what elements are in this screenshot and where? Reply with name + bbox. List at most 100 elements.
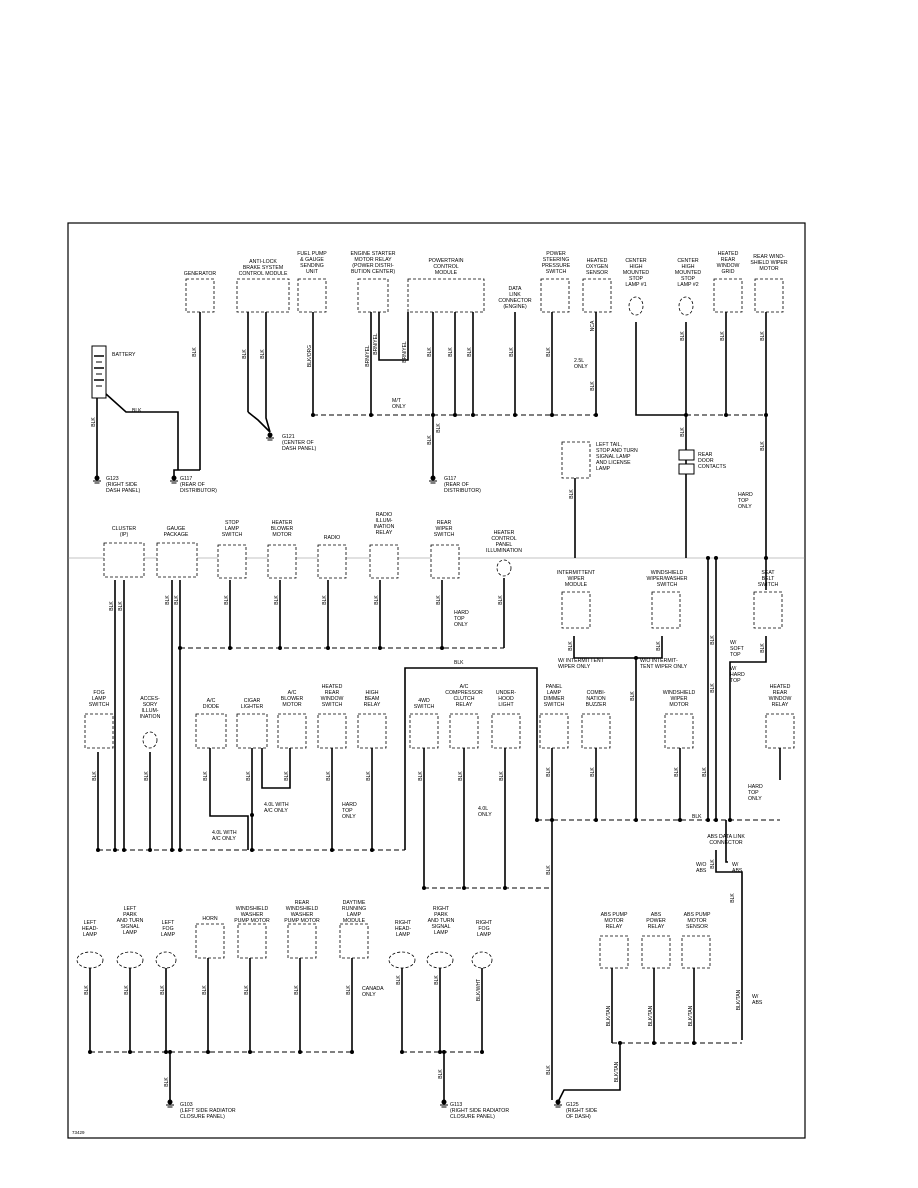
wire-color-label: BLK <box>656 641 662 651</box>
wire-color-label: BLK <box>427 435 433 445</box>
wire-color-label: BLK <box>438 1069 444 1079</box>
wire-color-label: BLK/TAN <box>648 1005 654 1026</box>
wire-color-label: BLK <box>499 771 505 781</box>
wire-color-label: BLK <box>710 683 716 693</box>
wire-color-label: BLK <box>174 595 180 605</box>
ground-icon <box>429 475 437 484</box>
wire-color-label: BLK <box>192 347 198 357</box>
wire-color-label: BLK <box>418 771 424 781</box>
wire-color-label: BLK <box>436 595 442 605</box>
wire-color-label: BLK <box>568 641 574 651</box>
wire-color-label: BLK <box>760 331 766 341</box>
wire-color-label: BLK <box>322 595 328 605</box>
wire-color-label: BLK <box>160 985 166 995</box>
wire-color-label: BLK <box>569 489 575 499</box>
wire-color-label: BLK <box>630 691 636 701</box>
wire-color-label: BLK <box>448 347 454 357</box>
w-abs-label: W/ABS <box>732 862 743 874</box>
wire-color-label: BLK <box>546 767 552 777</box>
ground-icon <box>166 1099 174 1108</box>
wire-color-label: BLK <box>84 985 90 995</box>
wire-color-label: BLK <box>109 601 115 611</box>
wire-color-label: BLK <box>366 771 372 781</box>
wire-color-label: BLK <box>260 349 266 359</box>
generator-label: GENERATOR <box>184 271 217 277</box>
wire-color-label: BRN/YEL <box>402 341 408 363</box>
horn-label: HORN <box>202 916 218 922</box>
wire-color-label: BLK <box>546 865 552 875</box>
wire-color-label: BLK <box>118 601 124 611</box>
wire-color-label: BLK <box>760 441 766 451</box>
wire-color-label: BLK <box>680 427 686 437</box>
w-abs2-label: W/ABS <box>752 994 763 1006</box>
wire-color-label: BLK <box>224 595 230 605</box>
diagram-frame <box>67 222 806 1139</box>
figure-id: 73429 <box>72 1130 85 1135</box>
wire-color-label: BLK <box>454 660 464 666</box>
wire-color-label: BLK <box>730 893 736 903</box>
wire-color-label: NCA <box>590 320 596 331</box>
wire-color-label: BLK <box>692 814 702 820</box>
wire-color-label: BLK/WHT <box>476 979 482 1001</box>
component-boxes <box>76 278 795 969</box>
wire-color-label: BLK <box>92 771 98 781</box>
wires-bottom <box>89 958 742 1103</box>
battery-icon <box>91 345 107 399</box>
wire-color-label: BLK <box>680 331 686 341</box>
wire-color-label: BLK <box>720 331 726 341</box>
wire-color-label: BLK <box>396 975 402 985</box>
wire-color-label: BLK/ORG <box>307 345 313 367</box>
wire-color-label: BLK <box>710 635 716 645</box>
battery-label: BATTERY <box>112 352 136 358</box>
wire-color-label: BLK <box>434 975 440 985</box>
wire-color-label: BLK <box>346 985 352 995</box>
wire-color-label: BLK <box>124 985 130 995</box>
ground-icon <box>93 475 101 484</box>
ground-icon <box>266 432 274 441</box>
